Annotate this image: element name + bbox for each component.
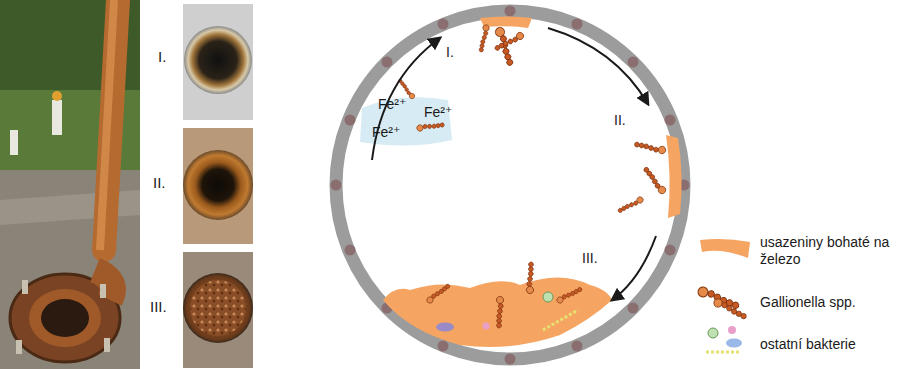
legend-text: ostatní bakterie xyxy=(760,336,895,353)
ion-label: Fe²⁺ xyxy=(378,96,406,112)
legend-text: Gallionella spp. xyxy=(760,294,895,311)
pipe-photo xyxy=(0,0,140,369)
stage-number: III. xyxy=(582,250,598,266)
stage-number: II. xyxy=(614,112,626,128)
legend-swatch xyxy=(698,238,752,262)
legend-samples xyxy=(697,281,746,352)
roman-numeral: III. xyxy=(150,298,167,315)
pipe-section-photos xyxy=(183,4,253,368)
ion-label: Fe²⁺ xyxy=(424,104,452,120)
pipe-cross-section xyxy=(331,6,690,365)
roman-numeral: II. xyxy=(153,174,166,191)
stage-number: I. xyxy=(446,44,454,60)
roman-numeral: I. xyxy=(158,48,166,65)
ion-label: Fe²⁺ xyxy=(372,124,400,140)
legend-text: usazeniny bohaté na železo xyxy=(760,234,895,268)
